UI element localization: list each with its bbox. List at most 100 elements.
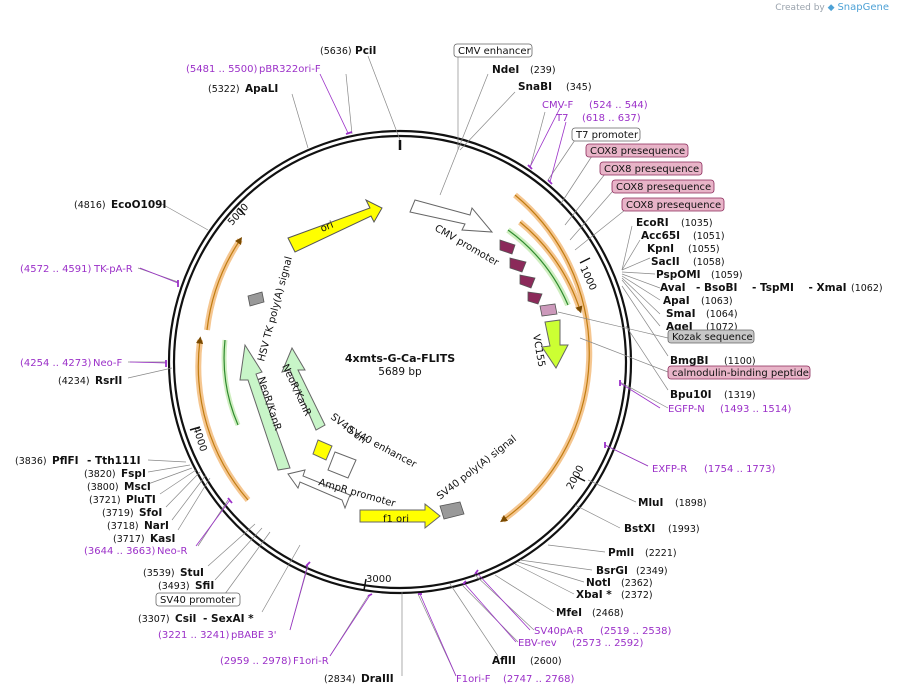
feature-sv40-promoter: SV40 promoter: [160, 595, 236, 606]
tick-3000: [363, 578, 367, 591]
label-hsv-tk-polya: HSV TK poly(A) signal: [256, 255, 295, 362]
enzyme-ndei: NdeI: [492, 64, 519, 76]
primer-range-neo-f: (4254 .. 4273): [20, 358, 92, 369]
box-calmodulin: [667, 365, 811, 380]
orf-arc-right-2-line: [519, 221, 583, 314]
enzyme-pos-bstxi: (1993): [668, 524, 700, 535]
enzyme-avai-extra: - BsoBI - TspMI - XmaI: [696, 282, 847, 294]
cox8-arrow-4: [527, 291, 543, 305]
primer-range-ebv-rev: (2573 .. 2592): [572, 638, 644, 649]
enzyme-pflfi: PflFI: [52, 455, 79, 467]
kozak-feature: [539, 303, 558, 317]
tick-5000: [237, 207, 246, 216]
plasmid-name: 4xmts-G-Ca-FLITS: [345, 352, 455, 365]
enzyme-apali: ApaLI: [245, 83, 278, 95]
sv40-enhancer-feature: [327, 451, 357, 479]
primer-range-neo-r: (3644 .. 3663): [84, 546, 156, 557]
primer-neo-r: Neo-R: [157, 546, 188, 557]
primer-range-t7: (618 .. 637): [582, 113, 641, 124]
enzyme-pos-rsrii: (4234): [58, 376, 90, 387]
cox8-arrow-2: [509, 257, 527, 273]
enzyme-pos-pluti: (3721): [89, 495, 121, 506]
enzyme-bmgbi: BmgBI: [670, 355, 708, 367]
backbone-outer: [167, 129, 633, 595]
primer-tk-pa-r: TK-pA-R: [93, 264, 133, 275]
tick-label-2000: 2000: [565, 464, 587, 492]
feature-cox8-4: COX8 presequence: [626, 200, 721, 211]
tick-2000: [574, 475, 586, 482]
primer-neo-f: Neo-F: [93, 358, 123, 369]
box-cox8-4: [621, 197, 725, 212]
feature-t7-promoter: T7 promoter: [575, 130, 639, 141]
enzyme-pos-noti: (2362): [621, 578, 653, 589]
feature-cox8-2: COX8 presequence: [604, 164, 699, 175]
label-sv40-enhancer: SV40 enhancer: [346, 425, 419, 471]
primer-range-sv40pa-r: (2519 .. 2538): [600, 626, 672, 637]
enzyme-pos-csii: (3307): [138, 614, 170, 625]
enzyme-pos-draiii: (2834): [324, 674, 356, 685]
enzyme-csii-extra: - SexAI *: [203, 613, 254, 625]
label-f1-ori: f1 ori: [383, 514, 409, 525]
enzyme-pos-ecori: (1035): [681, 218, 713, 229]
enzyme-pos-afliii: (2600): [530, 656, 562, 667]
enzyme-pflfi-extra: - Tth111I: [87, 455, 141, 467]
enzyme-pos-kasi: (3717): [113, 534, 145, 545]
enzyme-bpu10i: Bpu10I: [670, 389, 712, 401]
credit-brand: SnapGene: [837, 2, 889, 13]
enzyme-pos-sfii: (3493): [158, 581, 190, 592]
enzyme-pos-snabi: (345): [566, 82, 592, 93]
primer-leaders: [129, 73, 661, 677]
enzyme-pos-xbai: (2372): [621, 590, 653, 601]
box-t7-promoter: [571, 127, 641, 142]
enzyme-pos-pcii: (5636): [320, 46, 352, 57]
enzyme-pos-fspi: (3820): [84, 469, 116, 480]
enzyme-pos-smai: (1064): [706, 309, 738, 320]
enzyme-pos-sacii: (1058): [693, 257, 725, 268]
primer-pbabe3: pBABE 3': [231, 630, 277, 641]
snapgene-logo-icon: ◆: [827, 3, 835, 13]
primer-range-f1ori-f: (2747 .. 2768): [503, 674, 575, 685]
feature-cox8-1: COX8 presequence: [590, 146, 685, 157]
enzyme-pos-msci: (3800): [87, 482, 119, 493]
enzyme-pos-mfei: (2468): [592, 608, 624, 619]
enzyme-acc65i: Acc65I: [641, 230, 680, 242]
primer-t7: T7: [555, 113, 568, 124]
enzyme-pos-kpni: (1055): [688, 244, 720, 255]
enzyme-pos-acc65i: (1051): [693, 231, 725, 242]
box-cox8-3: [611, 179, 715, 194]
enzyme-noti: NotI: [586, 577, 611, 589]
enzyme-pluti: PluTI: [126, 494, 156, 506]
enzyme-pos-ecoo109i: (4816): [74, 200, 106, 211]
label-ori: ori: [319, 220, 335, 235]
feature-cox8-3: COX8 presequence: [616, 182, 711, 193]
enzyme-pos-bsrgi: (2349): [636, 566, 668, 577]
enzyme-pos-bmgbi: (1100): [724, 356, 756, 367]
enzyme-pos-apali: (5322): [208, 84, 240, 95]
enzyme-pspomi: PspOMI: [656, 269, 701, 281]
enzyme-smai: SmaI: [666, 308, 696, 320]
enzyme-pos-mlui: (1898): [675, 498, 707, 509]
enzyme-csii: CsiI: [175, 613, 196, 625]
enzyme-pos-pflfi: (3836): [15, 456, 47, 467]
enzyme-fspi: FspI: [121, 468, 146, 480]
vc155-feature: [541, 319, 569, 369]
enzyme-msci: MscI: [124, 481, 151, 493]
enzyme-nari: NarI: [144, 520, 169, 532]
snapgene-credit: Created by ◆ SnapGene: [775, 2, 889, 13]
enzyme-bstxi: BstXI: [624, 523, 655, 535]
ori-feature: [287, 198, 383, 253]
sv40-polya-feature: [439, 501, 465, 520]
primer-range-f1ori-r: (2959 .. 2978): [220, 656, 292, 667]
orf-arc-right-1-line: [500, 194, 590, 523]
tick-label-3000: 3000: [366, 574, 391, 585]
neor-kanr-feature-2: [281, 346, 326, 431]
enzyme-mlui: MluI: [638, 497, 663, 509]
sv40-ori-feature: [312, 439, 333, 461]
orf-arc-left-top-line: [206, 237, 242, 331]
enzyme-apai: ApaI: [663, 295, 690, 307]
enzyme-afliii: AflII: [492, 655, 516, 667]
primer-range-exfp-r: (1754 .. 1773): [704, 464, 776, 475]
cmv-promoter-feature: [409, 199, 494, 233]
neor-kanr-feature-1: [239, 343, 291, 471]
